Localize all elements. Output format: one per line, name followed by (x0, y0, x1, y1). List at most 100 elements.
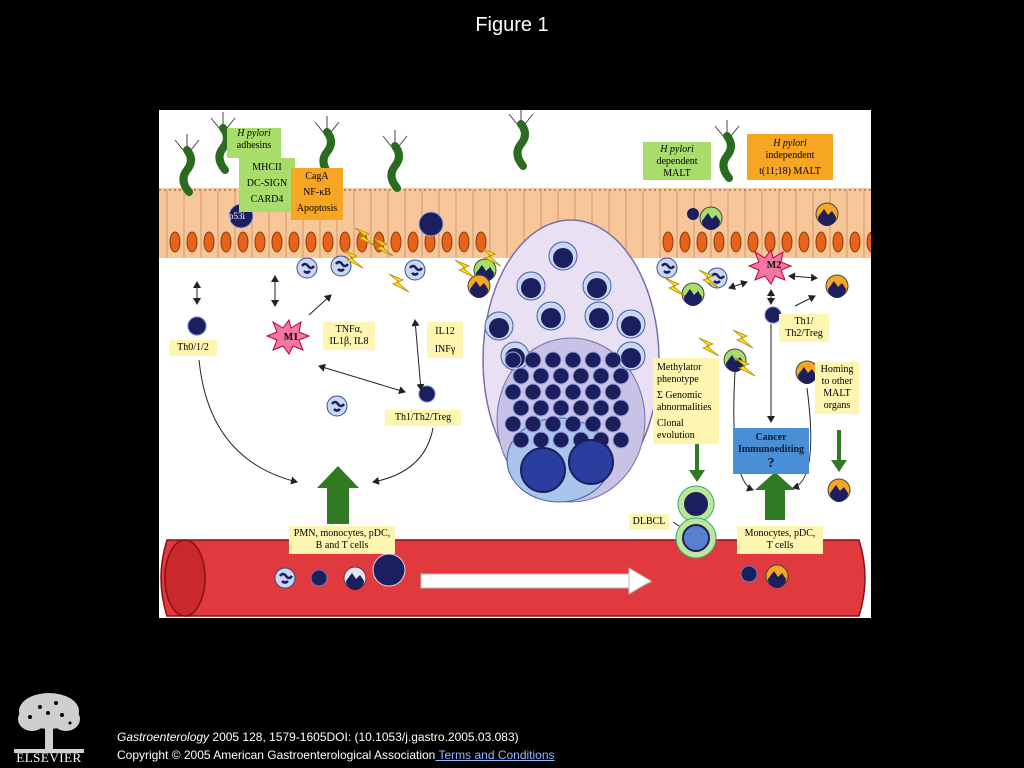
malt-cell (343, 566, 367, 590)
h-pylori-icon (210, 112, 236, 174)
lightning-bolt-icons (342, 227, 756, 377)
epithelial-nucleus (169, 231, 181, 253)
centroblast (568, 439, 614, 485)
h-pylori-icon (714, 120, 740, 182)
caga-label: CagA NF-κB Apoptosis (291, 168, 343, 220)
lightning-bolt-icon (388, 273, 410, 293)
terms-and-conditions-link[interactable]: Terms and Conditions (435, 748, 555, 762)
epithelial-nucleus (441, 231, 453, 253)
lymphocyte (532, 367, 550, 385)
lymphocyte (612, 399, 630, 417)
epithelial-nucleus (203, 231, 215, 253)
epithelial-nucleus (832, 231, 844, 253)
epithelial-nucleus (815, 231, 827, 253)
elsevier-tree-logo (10, 689, 88, 759)
th-treg-right-label: Th1/ Th2/Treg (779, 314, 829, 342)
centroblast (520, 447, 566, 493)
lymphocyte (584, 351, 602, 369)
lymphocyte (512, 399, 530, 417)
h-pylori-icon (314, 116, 340, 178)
elsevier-wordmark: ELSEVIER (16, 750, 82, 765)
lymphocyte (544, 351, 562, 369)
lightning-bolt-icon (698, 337, 720, 357)
epithelial-nucleus (866, 231, 871, 253)
lymphocyte (572, 367, 590, 385)
lymphocyte (504, 351, 522, 369)
neutrophil (404, 259, 426, 281)
lymphocyte (612, 367, 630, 385)
citation-line: Gastroenterology 2005 128, 1579-1605DOI:… (117, 730, 519, 744)
h-pylori-icon (174, 134, 200, 196)
p53i-label: p53i (228, 211, 245, 221)
lymphocyte (592, 367, 610, 385)
epithelial-nucleus (764, 231, 776, 253)
neutrophil (296, 257, 318, 279)
epithelial-nucleus (713, 231, 725, 253)
lightning-bolt-icon (698, 269, 720, 289)
monocytes-tcells-label: Monocytes, pDC, T cells (737, 526, 823, 554)
lymphocyte (604, 415, 622, 433)
h-pylori-bacteria (174, 110, 740, 196)
citation-text: 2005 128, 1579-1605DOI: (10.1053/j.gastr… (209, 730, 519, 744)
homing-label: Homing to other MALT organs (815, 362, 859, 414)
epithelial-nucleus (475, 231, 487, 253)
lightning-bolt-icon (664, 277, 686, 297)
epithelial-nucleus (390, 231, 402, 253)
lymphoid-follicle (482, 219, 660, 503)
intraepithelial-cell (418, 211, 444, 237)
epithelial-nucleus (237, 231, 249, 253)
lymphocyte (512, 367, 530, 385)
lightning-bolt-icon (372, 237, 394, 257)
epithelial-nucleus (186, 231, 198, 253)
lymphocyte (592, 399, 610, 417)
epithelial-nucleus (407, 231, 419, 253)
hp-dependent-malt-label: H pylori dependent MALT (643, 142, 711, 180)
lightning-bolt-icon (480, 247, 502, 267)
malt-cell (827, 478, 851, 502)
th012-label: Th0/1/2 (169, 340, 217, 356)
copyright-text: Copyright © 2005 American Gastroenterolo… (117, 748, 436, 762)
progression-arrow-homing (831, 430, 847, 472)
m1-label: M1 (283, 332, 299, 343)
lymphocyte (687, 208, 699, 220)
epithelial-nucleus (747, 231, 759, 253)
monocyte (372, 553, 406, 587)
figure-illustration: H pylori adhesins MHCII DC-SIGN CARD4 Ca… (159, 110, 871, 618)
lymphocyte (552, 431, 570, 449)
lymphocyte (544, 415, 562, 433)
lightning-bolt-icon (354, 227, 376, 247)
epithelial-nucleus (798, 231, 810, 253)
immune-cells (187, 202, 851, 590)
h-pylori-icon (382, 130, 408, 192)
neutrophil (706, 267, 728, 289)
lymphocyte (504, 383, 522, 401)
th-treg-left-label: Th1/Th2/Treg (385, 410, 461, 426)
copyright-line: Copyright © 2005 American Gastroenterolo… (117, 748, 555, 762)
epithelial-nucleus (458, 231, 470, 253)
dlbcl-label: DLBCL (629, 514, 669, 530)
dlbcl-cells (675, 485, 717, 559)
neutrophil (326, 395, 348, 417)
epithelial-nucleus (288, 231, 300, 253)
lightning-bolt-icon (732, 329, 754, 349)
epithelial-nucleus (849, 231, 861, 253)
blood-vessel (160, 539, 866, 617)
methylator-label: Methylator phenotype Σ Genomic abnormali… (653, 358, 719, 444)
signal-arrows (193, 272, 818, 535)
epithelial-nucleus (730, 231, 742, 253)
h-pylori-icon (508, 110, 534, 170)
epithelial-nucleus (339, 231, 351, 253)
epithelial-nucleus (662, 231, 674, 253)
hp-adhesins-label: H pylori adhesins (227, 128, 281, 158)
lymphocyte (604, 383, 622, 401)
journal-name: Gastroenterology (117, 730, 210, 744)
neutrophil (656, 257, 678, 279)
malt-cell (467, 274, 491, 298)
epithelial-nucleus (254, 231, 266, 253)
lymphocyte (612, 431, 630, 449)
lymphocyte (524, 383, 542, 401)
slide-title: Figure 1 (475, 14, 549, 36)
lymphocyte (532, 431, 550, 449)
lymphocyte (564, 351, 582, 369)
epithelial-nucleus (322, 231, 334, 253)
